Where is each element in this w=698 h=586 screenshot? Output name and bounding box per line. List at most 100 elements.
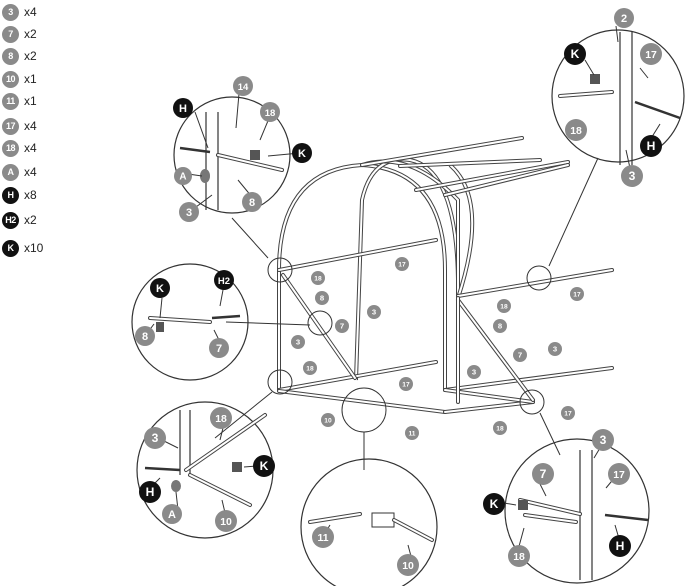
nut-k [156,322,164,332]
joint-circle-upper-right [526,265,552,291]
frame-callout: 18 [497,299,511,313]
joint-circle-upper-left [267,257,293,283]
base-right-inner [444,401,534,413]
rear-arch-left-inner [355,158,460,381]
callout-k: K [483,493,505,515]
rear-arch-right-inner [449,164,474,299]
part-code-badge: 18 [2,139,19,157]
part-code-badge: 11 [2,92,19,110]
diagonal-brace-left-inner [282,274,356,379]
callout-k-text: K [260,459,269,473]
detail-mid-left: K H2 8 7 [131,263,249,381]
part-code-badge: H [2,186,19,204]
callout-17: 17 [640,43,662,65]
part-quantity: x1 [24,94,37,108]
ridge-pole-2-inner [399,159,541,167]
callout-7: 7 [209,338,229,358]
leader-upper-left [231,217,269,259]
frame-callout-text: 17 [564,411,572,418]
callout-h-disc [173,98,193,118]
part-quantity: x4 [24,119,37,133]
callout-10-text: 10 [220,517,232,528]
callout-17: 17 [608,463,630,485]
tube-10-inner [393,519,433,541]
callout-14: 14 [233,76,253,96]
washer-a [171,480,181,492]
callout-a-disc [162,504,182,524]
nut-k [518,500,528,510]
leader-h2 [219,289,224,307]
part-quantity: x1 [24,72,37,86]
callout-8: 8 [135,326,155,346]
frame-callout: 11 [405,426,419,440]
detail-bottom-center: 11 10 [300,458,438,586]
callout-3-text: 3 [600,433,607,447]
callout-h: H [640,135,662,157]
detail-circle [173,96,291,214]
callout-2: 2 [614,8,634,28]
frame-callout-disc [497,299,511,313]
frame-callout-disc [467,365,481,379]
callout-a-text: A [168,509,176,521]
frame-callout-text: 3 [553,345,557,354]
frame-callout-text: 17 [398,262,406,269]
part-code-badge: 8 [2,47,19,65]
frame-callout-text: 17 [573,292,581,299]
callout-18: 18 [260,102,280,122]
callout-3: 3 [621,165,643,187]
callout-k-disc [564,43,586,65]
frame-callout-text: 7 [340,322,344,331]
callout-7-disc [209,338,229,358]
part-quantity: x2 [24,27,37,41]
callout-10-text: 10 [402,561,414,572]
callout-18-disc [508,545,530,567]
callout-11: 11 [312,526,334,548]
callout-k-text: K [298,148,306,160]
callout-h2: H2 [214,270,234,290]
joint-circle-mid [307,310,333,336]
callout-8: 8 [242,192,262,212]
callout-3-disc [592,429,614,451]
callout-k-text: K [571,47,580,61]
callout-7-text: 7 [540,467,547,481]
callout-a-disc [174,167,192,185]
callout-3: 3 [144,427,166,449]
callout-k: K [253,455,275,477]
callout-10-disc [397,554,419,576]
callout-a-text: A [179,171,186,182]
frame-callout-text: 17 [402,382,410,389]
bolt-h2 [211,314,241,320]
leader-2 [615,25,619,43]
callout-k: K [150,278,170,298]
part-code-badge: 3 [2,3,19,21]
callout-h-disc [139,481,161,503]
callout-8-text: 8 [142,331,148,343]
callout-h2-disc [214,270,234,290]
part-quantity: x2 [24,49,37,63]
part-code-badge: K [2,239,19,257]
callout-k-disc [253,455,275,477]
callout-k-disc [150,278,170,298]
callout-10: 10 [215,510,237,532]
ridge-pole-1-inner [361,137,523,166]
bolt-h [144,466,181,472]
leader-3 [625,149,631,169]
frame-callout-text: 10 [324,418,332,425]
callout-3-disc [179,202,199,222]
bolt-h [179,146,211,154]
callout-17-text: 17 [645,50,657,61]
frame-callout-disc [315,291,329,305]
parts-list-item: 8 x2 [2,47,37,65]
callout-18-text: 18 [265,108,276,119]
ridge-pole-4-inner [444,164,569,196]
frame-callout: 18 [303,361,317,375]
frame-callout: 7 [513,348,527,362]
frame-callout: 8 [315,291,329,305]
frame-callout-disc [321,413,335,427]
